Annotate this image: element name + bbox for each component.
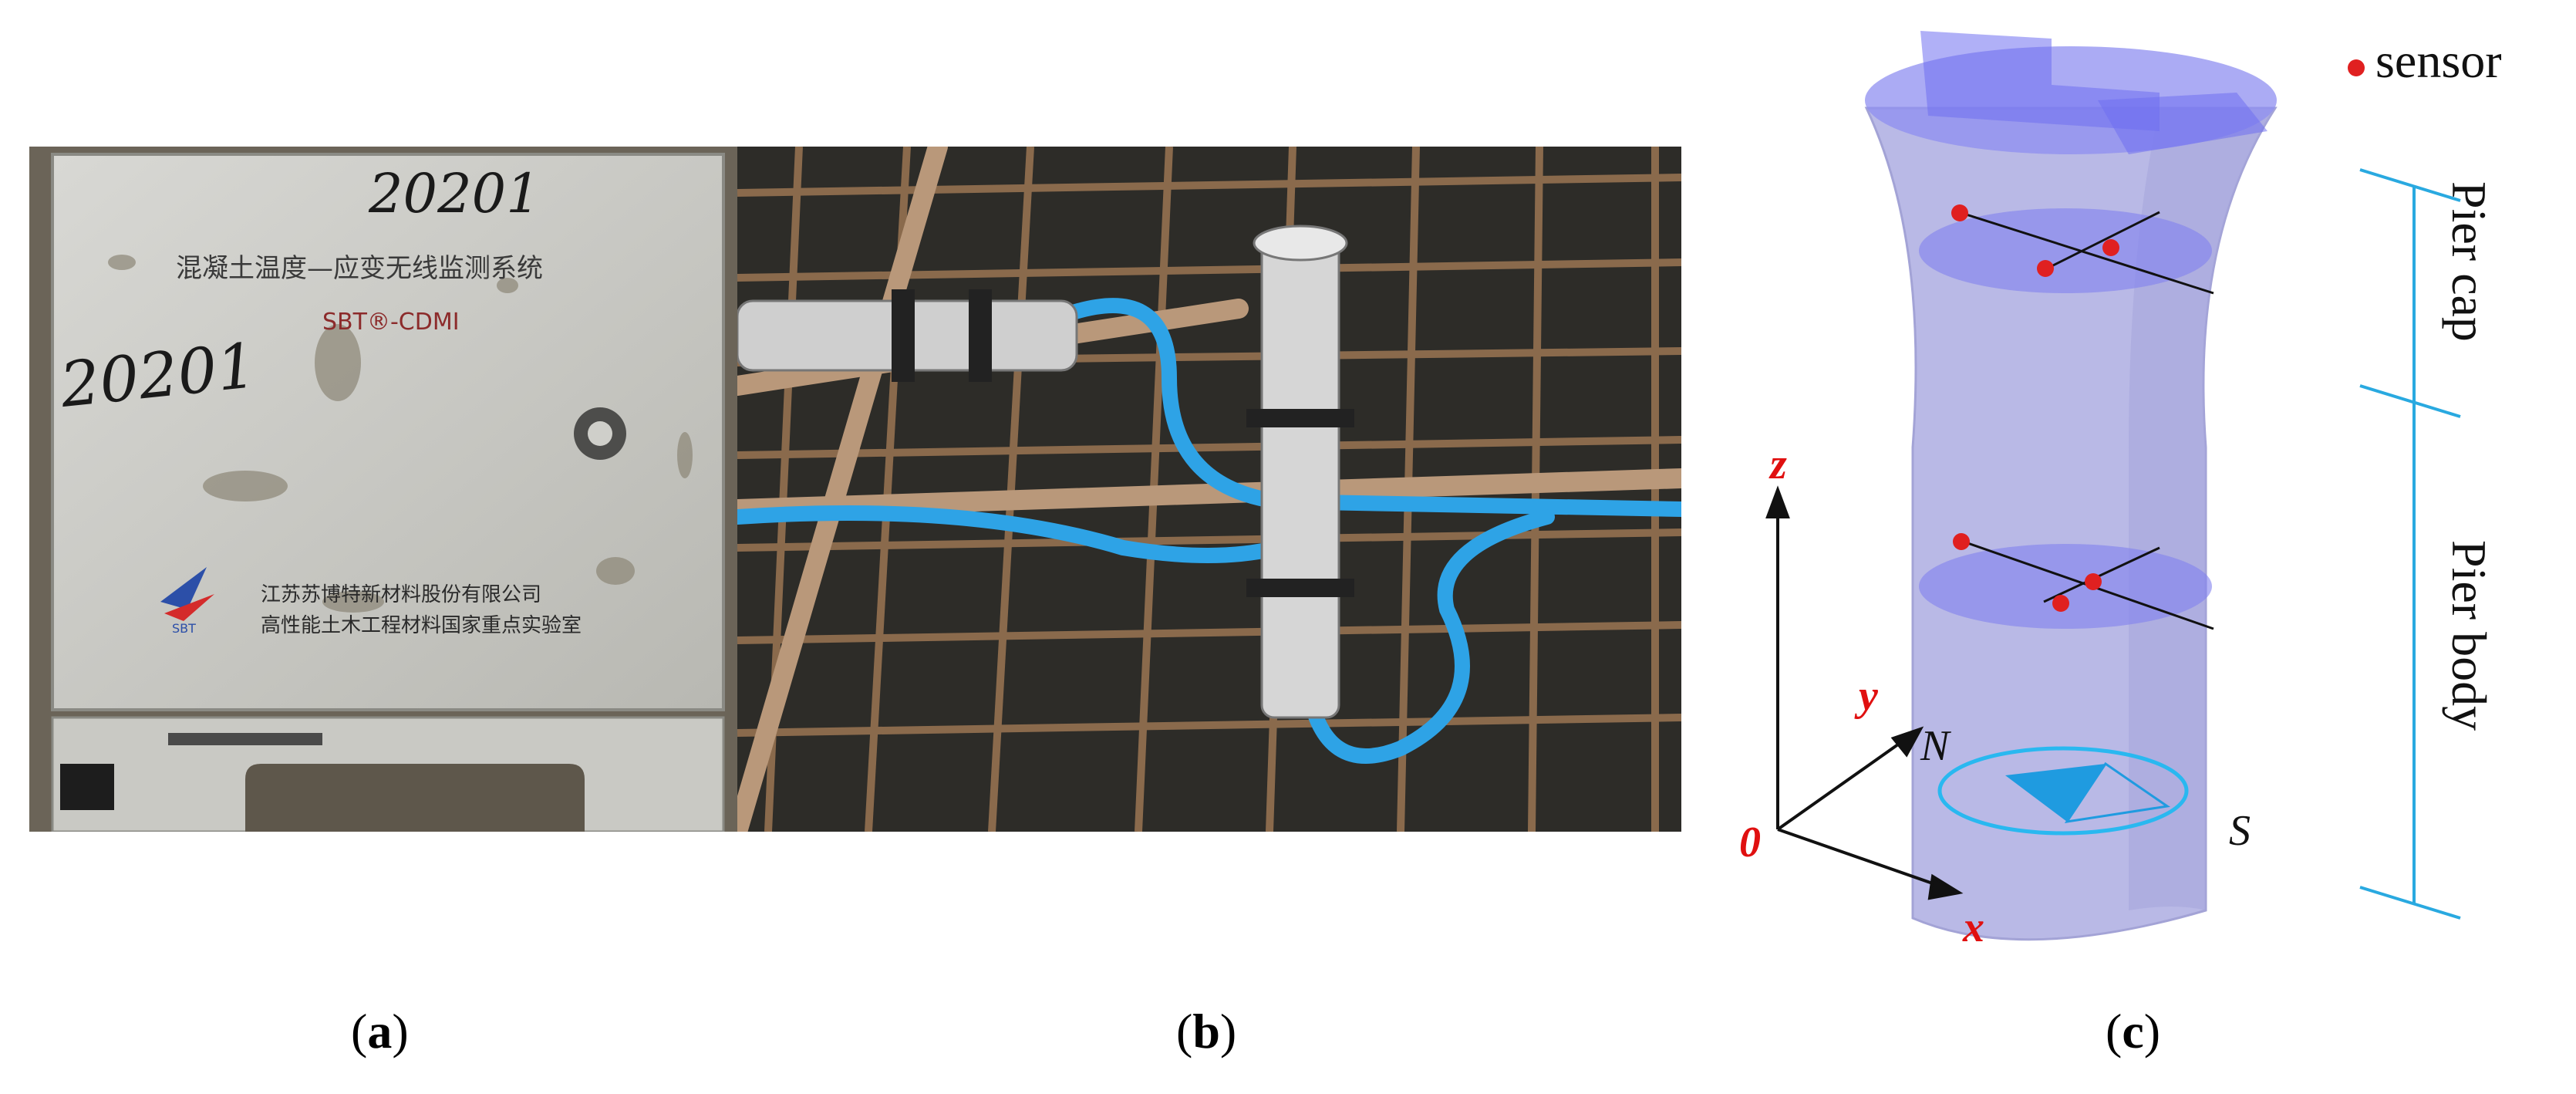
legend-sensor-label: sensor: [2375, 33, 2502, 88]
dimension-pier-cap: Pier cap: [2442, 181, 2497, 342]
axis-x-label: x: [1962, 903, 1984, 951]
axis-y-label: y: [1854, 672, 1879, 720]
caption-b: (b): [1176, 1004, 1237, 1059]
compass-needle-tail: [2064, 761, 2170, 824]
horizontal-sensor: [737, 289, 1078, 382]
scuff-marks: [108, 255, 693, 613]
dimension-pier-body: Pier body: [2442, 540, 2497, 731]
sensor-point: [1953, 533, 1970, 550]
lower-section-axis-short: [2043, 546, 2160, 603]
handwriting-top: 20201: [369, 162, 541, 225]
sensor-point: [2052, 595, 2069, 612]
bearing-block-1: [1920, 31, 2160, 131]
device-box-illustration: [29, 147, 737, 832]
compass-ring: [1937, 746, 2189, 836]
company-line-2: 高性能土木工程材料国家重点实验室: [261, 614, 582, 637]
device-title: 混凝土温度—应变无线监测系统: [176, 253, 543, 284]
upper-section-axis-long: [1958, 211, 2214, 295]
axis-origin-label: 0: [1739, 819, 1761, 866]
sensor-point: [2085, 573, 2102, 590]
pier-diagram: N S z y x 0 Pier cap Pier body sensor: [1739, 31, 2502, 951]
sensor-point: [2102, 239, 2119, 256]
sensor-point: [2037, 260, 2054, 277]
caption-c: (c): [2106, 1004, 2161, 1059]
rebar-sensor-illustration: [737, 147, 1681, 832]
logo-text: SBT: [172, 621, 196, 636]
box-slot: [245, 764, 585, 832]
legend-sensor-marker: [2348, 59, 2365, 76]
axis-z-label: z: [1768, 441, 1787, 488]
coordinate-axes: [1765, 485, 1964, 900]
sensor-point: [1951, 204, 1968, 221]
vertical-sensor: [1246, 225, 1354, 719]
panel-b-rebar-photo: [737, 147, 1681, 832]
label-sticker: [60, 764, 114, 810]
lower-measurement-section: [1919, 544, 2212, 629]
upper-measurement-section: [1919, 208, 2212, 293]
sbt-logo-icon: [160, 567, 214, 621]
panel-c-pier-schematic: N S z y x 0 Pier cap Pier body sensor: [1697, 15, 2561, 980]
upper-section-axis-short: [2043, 211, 2160, 272]
compass-south: S: [2229, 807, 2251, 855]
compass-north: N: [1920, 722, 1951, 770]
sensor-cables: [737, 298, 1681, 764]
serial-plate: [168, 733, 322, 745]
device-model: SBT®-CDMI: [322, 309, 460, 336]
compass-needle-icon: [2005, 764, 2106, 822]
pier-shading: [2129, 108, 2275, 910]
caption-a: (a): [351, 1004, 409, 1059]
company-line-1: 江苏苏博特新材料股份有限公司: [261, 583, 542, 606]
bearing-block-2: [2098, 93, 2267, 154]
dimension-line: [2359, 168, 2461, 920]
panel-a-device-photo: 20201 20201 混凝土温度—应变无线监测系统 SBT®-CDMI SBT…: [29, 147, 737, 832]
